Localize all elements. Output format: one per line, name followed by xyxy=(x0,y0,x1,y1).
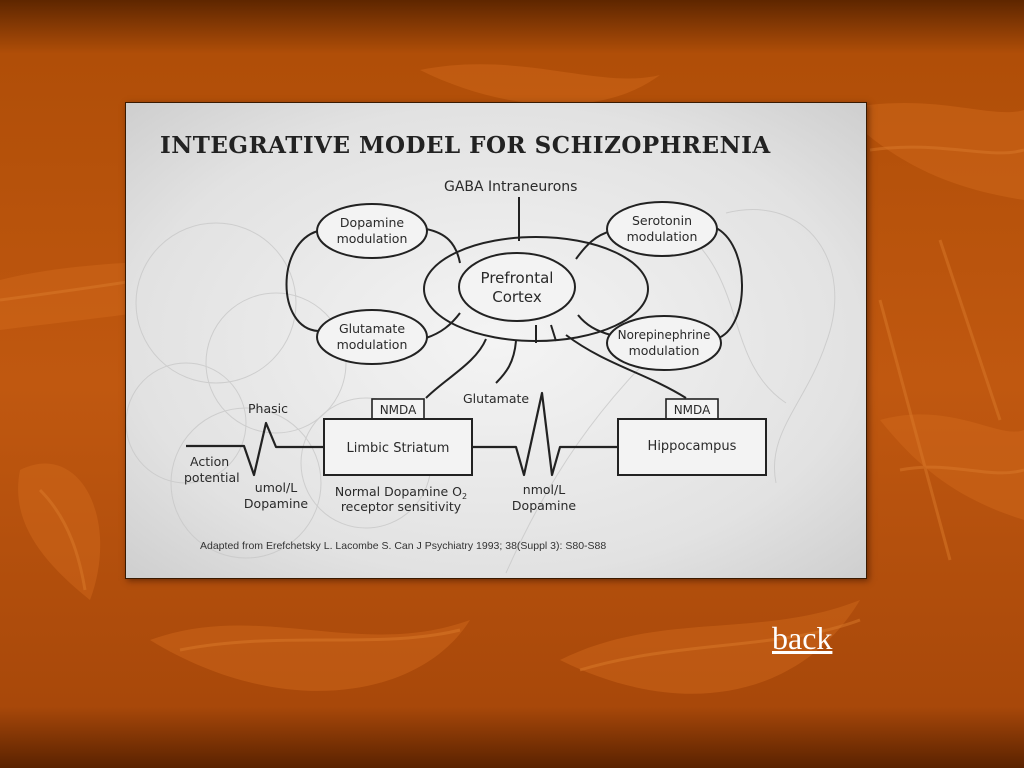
glutamate-to-cortex-link xyxy=(425,312,461,339)
dopamine-modulation-line1: Dopamine xyxy=(340,215,404,230)
action-potential-line1: Action xyxy=(190,454,229,469)
umol-dopamine-line1: umol/L xyxy=(255,480,297,495)
nmol-dopamine-line1: nmol/L xyxy=(523,482,565,497)
phasic-label: Phasic xyxy=(248,401,288,416)
gaba-label: GABA Intraneurons xyxy=(444,179,577,195)
norepinephrine-to-cortex-link xyxy=(577,314,612,336)
serotonin-modulation-line1: Serotonin xyxy=(632,213,692,228)
glutamate-modulation-line2: modulation xyxy=(337,337,408,352)
limbic-striatum-box xyxy=(323,418,473,476)
serotonin-modulation-line2: modulation xyxy=(627,229,698,244)
nmda-left-label: NMDA xyxy=(380,403,417,417)
umol-dopamine-line2: Dopamine xyxy=(244,496,308,511)
limbic-striatum-label: Limbic Striatum xyxy=(347,441,450,456)
cortex-radial-2 xyxy=(550,324,557,342)
hippocampus-box xyxy=(617,418,767,476)
diagram-title: INTEGRATIVE MODEL FOR SCHIZOPHRENIA xyxy=(160,132,771,159)
diagram-svg: INTEGRATIVE MODEL FOR SCHIZOPHRENIA GABA… xyxy=(126,103,866,578)
cortex-to-limbic-link xyxy=(425,338,487,399)
glutamate-modulation-node xyxy=(316,309,428,365)
cortex-to-glutamate-link xyxy=(495,340,517,384)
norepinephrine-modulation-line2: modulation xyxy=(629,343,700,358)
nmda-right-label: NMDA xyxy=(674,403,711,417)
action-potential-line2: potential xyxy=(184,470,240,485)
glutamate-label: Glutamate xyxy=(463,391,529,406)
prefrontal-label-line2: Cortex xyxy=(492,288,542,306)
dopamine-to-cortex-link xyxy=(425,228,461,264)
action-potential-waveform-left xyxy=(186,421,324,477)
right-modulation-loop xyxy=(713,226,743,340)
citation-text: Adapted from Erefchetsky L. Lacombe S. C… xyxy=(200,540,606,552)
norepinephrine-modulation-node xyxy=(606,315,722,371)
dopamine-modulation-node xyxy=(316,203,428,259)
glutamate-modulation-line1: Glutamate xyxy=(339,321,405,336)
back-link[interactable]: back xyxy=(772,620,833,656)
dopamine-modulation-line2: modulation xyxy=(337,231,408,246)
action-potential-waveform-middle xyxy=(472,391,618,477)
prefrontal-label-line1: Prefrontal xyxy=(481,269,554,287)
normal-dopamine-line2: receptor sensitivity xyxy=(341,499,462,514)
prefrontal-node xyxy=(458,252,576,322)
norepinephrine-modulation-line1: Norepinephrine xyxy=(618,328,711,342)
serotonin-modulation-node xyxy=(606,201,718,257)
normal-dopamine-line1: Normal Dopamine O2 xyxy=(335,484,467,501)
left-modulation-loop xyxy=(285,230,319,332)
nmol-dopamine-line2: Dopamine xyxy=(512,498,576,513)
hippocampus-label: Hippocampus xyxy=(648,439,737,454)
normal-dopamine-subscript: 2 xyxy=(462,492,467,501)
cortex-to-hippocampus-link xyxy=(565,334,687,399)
schizophrenia-model-figure: INTEGRATIVE MODEL FOR SCHIZOPHRENIA GABA… xyxy=(125,102,867,579)
